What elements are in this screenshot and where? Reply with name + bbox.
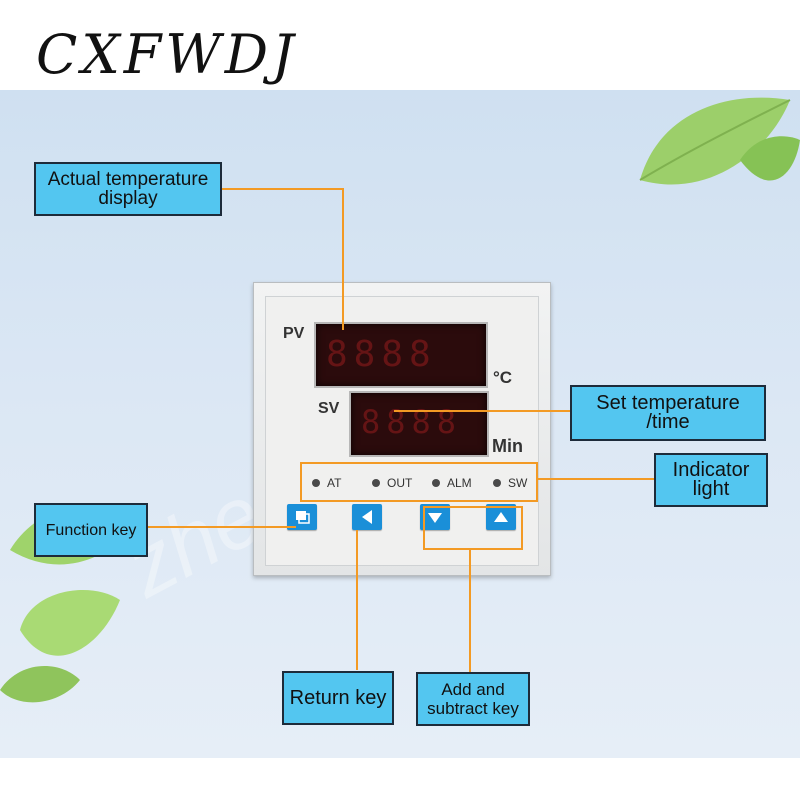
- indicator-sw: SW: [508, 476, 528, 490]
- leader-return-v: [356, 530, 358, 670]
- at-led: [312, 479, 320, 487]
- indicator-at: AT: [327, 476, 342, 490]
- down-arrow-icon: [428, 513, 442, 523]
- pv-label: PV: [283, 325, 305, 342]
- indicator-alm: ALM: [447, 476, 472, 490]
- callout-set-temperature: Set temperature /time: [570, 385, 766, 441]
- sv-display: 8888: [349, 391, 489, 457]
- leader-function-h: [146, 526, 296, 528]
- leader-indicator-h: [536, 478, 654, 480]
- leader-set-h: [394, 410, 570, 412]
- sw-led: [493, 479, 501, 487]
- indicator-out: OUT: [387, 476, 413, 490]
- down-key-button[interactable]: [420, 504, 450, 530]
- up-key-button[interactable]: [486, 504, 516, 530]
- add-subtract-frame: [423, 506, 523, 550]
- callout-indicator-light: Indicator light: [654, 453, 768, 507]
- alm-led: [432, 479, 440, 487]
- celsius-unit: °C: [493, 368, 513, 387]
- out-led: [372, 479, 380, 487]
- pv-display: 8888: [314, 322, 488, 388]
- function-key-button[interactable]: [287, 504, 317, 530]
- left-arrow-icon: [362, 510, 372, 524]
- leader-actual-v: [342, 188, 344, 330]
- callout-return-key: Return key: [282, 671, 394, 725]
- sv-label: SV: [318, 400, 340, 417]
- up-arrow-icon: [494, 512, 508, 522]
- indicator-frame: [300, 462, 538, 502]
- min-unit: Min: [492, 436, 523, 456]
- function-key-icon: [296, 511, 310, 524]
- callout-add-subtract-key: Add and subtract key: [416, 672, 530, 726]
- brand-logo: CXFWDJ: [36, 23, 298, 86]
- leader-actual-h: [222, 188, 344, 190]
- return-key-button[interactable]: [352, 504, 382, 530]
- callout-actual-temperature: Actual temperature display: [34, 162, 222, 216]
- leader-add-v: [469, 548, 471, 672]
- leaf-icon: [639, 97, 800, 185]
- callout-function-key: Function key: [34, 503, 148, 557]
